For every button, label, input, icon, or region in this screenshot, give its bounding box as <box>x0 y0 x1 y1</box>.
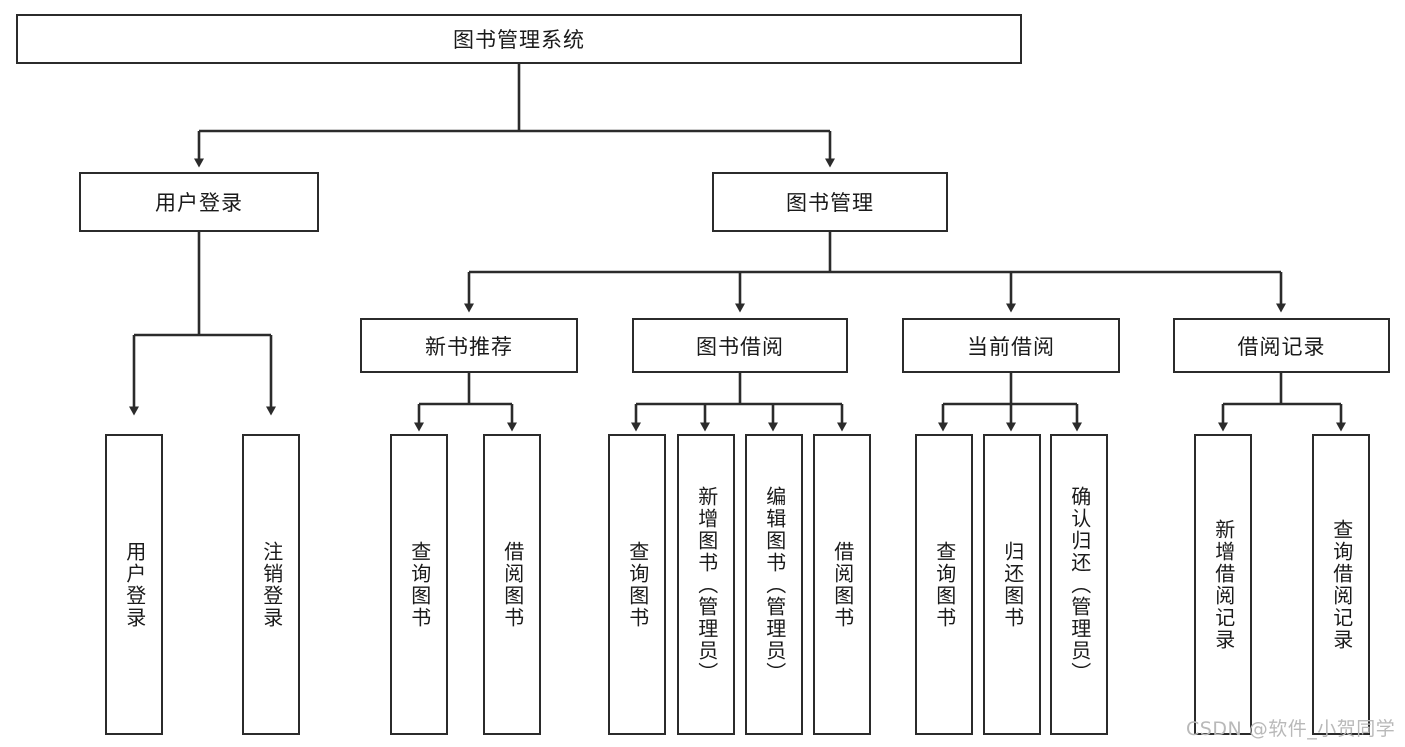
node-label: 新增借阅记录 <box>1211 518 1236 651</box>
node-borrow-record[interactable]: 借阅记录 <box>1173 318 1390 373</box>
leaf-query-book-current[interactable]: 查询图书 <box>915 434 973 735</box>
node-root-system[interactable]: 图书管理系统 <box>16 14 1022 64</box>
node-book-management[interactable]: 图书管理 <box>712 172 948 232</box>
leaf-borrow-book-recommend[interactable]: 借阅图书 <box>483 434 541 735</box>
node-label: 确认归还（管理员） <box>1067 485 1092 684</box>
node-book-borrow[interactable]: 图书借阅 <box>632 318 848 373</box>
node-label: 归还图书 <box>1000 540 1025 629</box>
node-new-book-recommend[interactable]: 新书推荐 <box>360 318 578 373</box>
csdn-watermark: CSDN @软件_小贺同学 <box>1186 718 1396 740</box>
leaf-edit-book-admin[interactable]: 编辑图书（管理员） <box>745 434 803 735</box>
node-label: 新书推荐 <box>425 334 513 359</box>
node-label: 注销登录 <box>259 540 284 629</box>
leaf-return-book[interactable]: 归还图书 <box>983 434 1041 735</box>
node-label: 图书管理 <box>786 191 874 215</box>
node-label: 新增图书（管理员） <box>694 485 719 684</box>
node-label: 查询图书 <box>625 540 650 629</box>
node-label: 用户登录 <box>122 540 147 629</box>
leaf-confirm-return-admin[interactable]: 确认归还（管理员） <box>1050 434 1108 735</box>
node-user-login[interactable]: 用户登录 <box>79 172 319 232</box>
node-label: 查询图书 <box>932 540 957 629</box>
node-label: 编辑图书（管理员） <box>762 485 787 684</box>
node-label: 查询借阅记录 <box>1329 518 1354 651</box>
node-label: 借阅记录 <box>1237 334 1326 359</box>
leaf-logout-login[interactable]: 注销登录 <box>242 434 300 735</box>
leaf-add-book-admin[interactable]: 新增图书（管理员） <box>677 434 735 735</box>
node-label: 借阅图书 <box>830 540 855 629</box>
leaf-query-borrow-record[interactable]: 查询借阅记录 <box>1312 434 1370 735</box>
node-label: 当前借阅 <box>967 334 1055 359</box>
leaf-borrow-book[interactable]: 借阅图书 <box>813 434 871 735</box>
node-label: 图书管理系统 <box>453 28 585 52</box>
leaf-user-login[interactable]: 用户登录 <box>105 434 163 735</box>
leaf-query-book-borrow[interactable]: 查询图书 <box>608 434 666 735</box>
node-label: 用户登录 <box>155 191 243 215</box>
node-current-borrow[interactable]: 当前借阅 <box>902 318 1120 373</box>
node-label: 图书借阅 <box>696 334 784 359</box>
node-label: 查询图书 <box>407 540 432 629</box>
node-label: 借阅图书 <box>500 540 525 629</box>
leaf-add-borrow-record[interactable]: 新增借阅记录 <box>1194 434 1252 735</box>
leaf-query-book-recommend[interactable]: 查询图书 <box>390 434 448 735</box>
